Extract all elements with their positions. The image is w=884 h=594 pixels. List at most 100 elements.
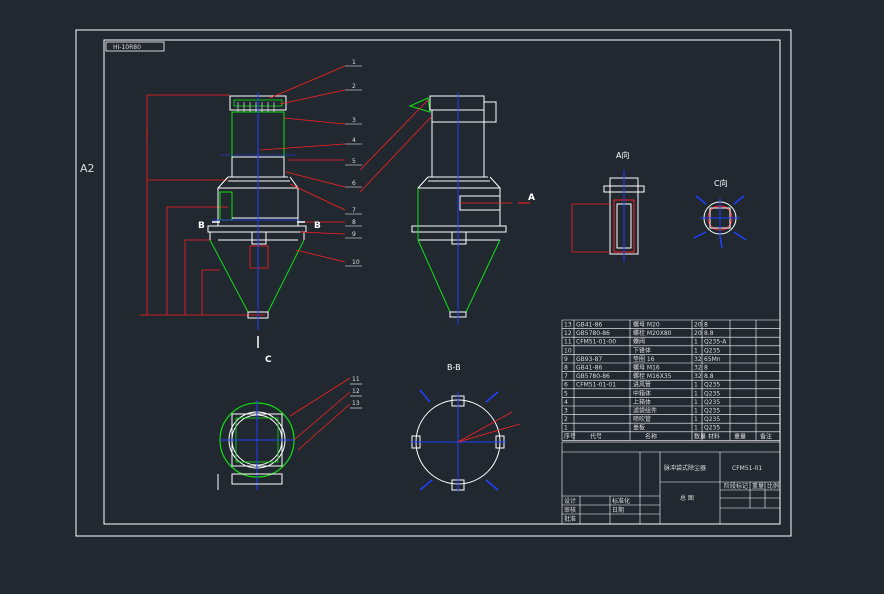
stamp-text: HI-10R80 bbox=[113, 44, 141, 51]
callout-11: 11 bbox=[352, 376, 360, 383]
parts-row-mat: Q235 bbox=[704, 399, 720, 406]
parts-row-no: 6 bbox=[564, 382, 568, 389]
parts-row-qty: 20 bbox=[694, 330, 702, 337]
parts-header-qty: 数量 bbox=[694, 432, 706, 440]
parts-row-name: 进风管 bbox=[633, 381, 651, 389]
parts-row-qty: 1 bbox=[694, 339, 698, 346]
parts-row-no: 1 bbox=[564, 425, 568, 432]
parts-row-no: 10 bbox=[564, 347, 572, 354]
section-b-left: B bbox=[198, 221, 205, 231]
parts-row-no: 9 bbox=[564, 356, 568, 363]
parts-row-no: 3 bbox=[564, 408, 568, 415]
parts-row-name: 盖板 bbox=[633, 424, 645, 432]
parts-row-no: 11 bbox=[564, 339, 572, 346]
parts-row-no: 5 bbox=[564, 390, 568, 397]
arrow-a-label: A bbox=[528, 193, 535, 203]
parts-row-no: 12 bbox=[564, 330, 572, 337]
parts-row-code: CFM51-01-00 bbox=[576, 339, 616, 346]
parts-header-mat: 材料 bbox=[708, 432, 720, 440]
title-assembly: 总 图 bbox=[680, 494, 694, 502]
parts-row-mat: 8.8 bbox=[704, 330, 714, 337]
parts-row-no: 13 bbox=[564, 322, 572, 329]
callout-7: 7 bbox=[352, 207, 356, 214]
inner-border bbox=[103, 39, 781, 525]
parts-row-qty: 32 bbox=[694, 365, 702, 372]
view-c bbox=[693, 195, 747, 249]
title-date: 日期 bbox=[612, 506, 624, 514]
title-block bbox=[561, 441, 781, 525]
parts-row-mat: 8 bbox=[704, 365, 708, 372]
parts-row-mat: Q235 bbox=[704, 416, 720, 423]
parts-row-name: 垫圈 16 bbox=[633, 355, 655, 363]
front-view bbox=[140, 65, 362, 348]
parts-row-mat: Q235 bbox=[704, 347, 720, 354]
view-c-marker: C bbox=[265, 355, 272, 365]
parts-row-mat: Q235 bbox=[704, 382, 720, 389]
callout-10: 10 bbox=[352, 259, 360, 266]
parts-header-note: 备注 bbox=[760, 432, 772, 440]
section-b-right: B bbox=[314, 221, 321, 231]
parts-header-name: 名称 bbox=[645, 432, 657, 440]
parts-header-no: 序号 bbox=[564, 432, 576, 440]
parts-row-mat: 65Mn bbox=[704, 356, 721, 363]
parts-row-code: GB93-87 bbox=[576, 356, 602, 363]
callout-1: 1 bbox=[352, 59, 356, 66]
parts-row-name: 螺母 M16 bbox=[633, 364, 660, 372]
parts-list-table bbox=[561, 319, 781, 441]
section-bb-title: B-B bbox=[447, 363, 461, 372]
parts-row-qty: 1 bbox=[694, 347, 698, 354]
title-approver: 批准 bbox=[564, 515, 576, 523]
parts-row-qty: 1 bbox=[694, 408, 698, 415]
view-a-title: A向 bbox=[616, 150, 629, 160]
title-designer: 设计 bbox=[564, 497, 576, 505]
parts-row-name: 螺母 M20 bbox=[633, 321, 660, 329]
view-c-title: C向 bbox=[714, 178, 728, 188]
side-view bbox=[359, 92, 530, 325]
view-a bbox=[571, 170, 645, 262]
parts-row-name: 滤袋组件 bbox=[633, 407, 657, 415]
parts-row-code: GB41-86 bbox=[576, 365, 602, 372]
title-weight-label: 重量 bbox=[752, 482, 764, 490]
callout-9: 9 bbox=[352, 231, 356, 238]
parts-row-code: GB41-86 bbox=[576, 322, 602, 329]
parts-header-weight: 重量 bbox=[734, 432, 746, 440]
parts-row-name: 螺栓 M16X35 bbox=[633, 372, 672, 380]
parts-row-name: 螺栓 M20X80 bbox=[633, 329, 672, 337]
parts-row-no: 7 bbox=[564, 373, 568, 380]
parts-row-mat: Q235 bbox=[704, 390, 720, 397]
stamp-box bbox=[105, 41, 165, 52]
callout-6: 6 bbox=[352, 180, 356, 187]
parts-row-name: 喷吹管 bbox=[633, 415, 651, 423]
top-view bbox=[217, 377, 362, 490]
parts-row-mat: Q235 bbox=[704, 408, 720, 415]
parts-row-name: 上箱体 bbox=[633, 398, 651, 406]
parts-row-no: 2 bbox=[564, 416, 568, 423]
title-scale-label: 比例 bbox=[767, 482, 779, 490]
parts-row-qty: 1 bbox=[694, 416, 698, 423]
section-bb bbox=[410, 389, 521, 492]
callout-4: 4 bbox=[352, 137, 356, 144]
title-stage-label: 阶段标记 bbox=[724, 482, 748, 490]
title-drawing-name: 脉冲袋式除尘器 bbox=[664, 464, 706, 472]
parts-row-code: GB5780-86 bbox=[576, 330, 610, 337]
parts-row-name: 中箱体 bbox=[633, 389, 651, 397]
callout-2: 2 bbox=[352, 83, 356, 90]
parts-row-code: CFM51-01-01 bbox=[576, 382, 616, 389]
parts-header-code: 代号 bbox=[590, 432, 602, 440]
parts-row-no: 8 bbox=[564, 365, 568, 372]
outer-border bbox=[75, 29, 792, 537]
callout-3: 3 bbox=[352, 117, 356, 124]
parts-row-mat: 8 bbox=[704, 322, 708, 329]
title-drawing-number: CFM51-01 bbox=[732, 465, 762, 472]
parts-row-qty: 1 bbox=[694, 399, 698, 406]
parts-row-qty: 32 bbox=[694, 356, 702, 363]
callout-5: 5 bbox=[352, 158, 356, 165]
parts-row-mat: 8.8 bbox=[704, 373, 714, 380]
parts-row-qty: 1 bbox=[694, 390, 698, 397]
parts-row-mat: Q235-A bbox=[704, 339, 727, 346]
callout-8: 8 bbox=[352, 219, 356, 226]
parts-row-qty: 20 bbox=[694, 322, 702, 329]
parts-row-code: GB5780-86 bbox=[576, 373, 610, 380]
parts-row-qty: 32 bbox=[694, 373, 702, 380]
